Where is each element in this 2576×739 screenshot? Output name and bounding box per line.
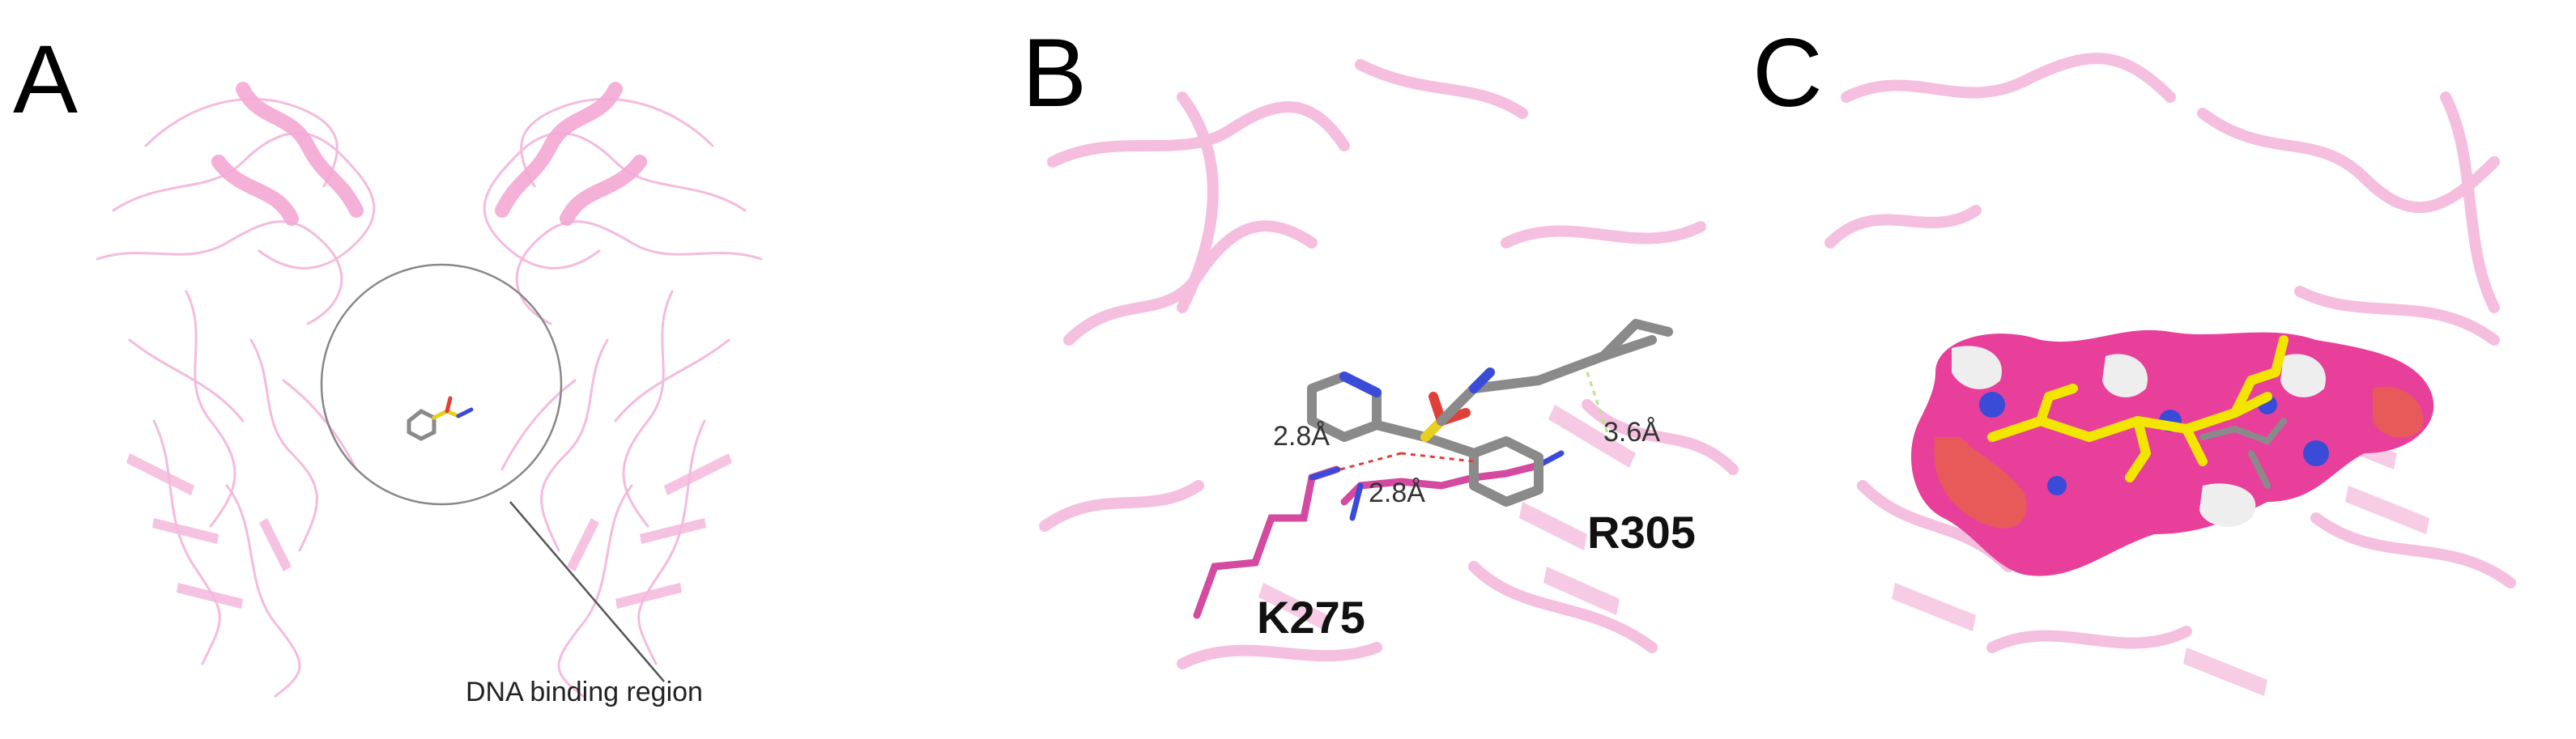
residue-label-k275: K275 (1257, 592, 1365, 643)
panel-b-binding-site (1039, 59, 1739, 669)
panel-c-letter: C (1752, 19, 1823, 127)
distance-label-1: 2.8Å (1273, 421, 1330, 452)
panel-b-letter: B (1022, 19, 1088, 127)
panel-b: B (1020, 0, 1749, 739)
panel-c-surface-view (1824, 53, 2516, 696)
distance-label-3: 3.6Å (1603, 417, 1660, 448)
panel-a-protein-structure (96, 82, 763, 698)
panel-a: A (0, 0, 858, 739)
residue-label-r305: R305 (1587, 507, 1696, 558)
distance-label-2: 2.8Å (1369, 478, 1425, 508)
dna-binding-region-label: DNA binding region (466, 677, 703, 707)
panel-a-letter: A (13, 25, 79, 134)
panel-c: C (1749, 0, 2576, 739)
